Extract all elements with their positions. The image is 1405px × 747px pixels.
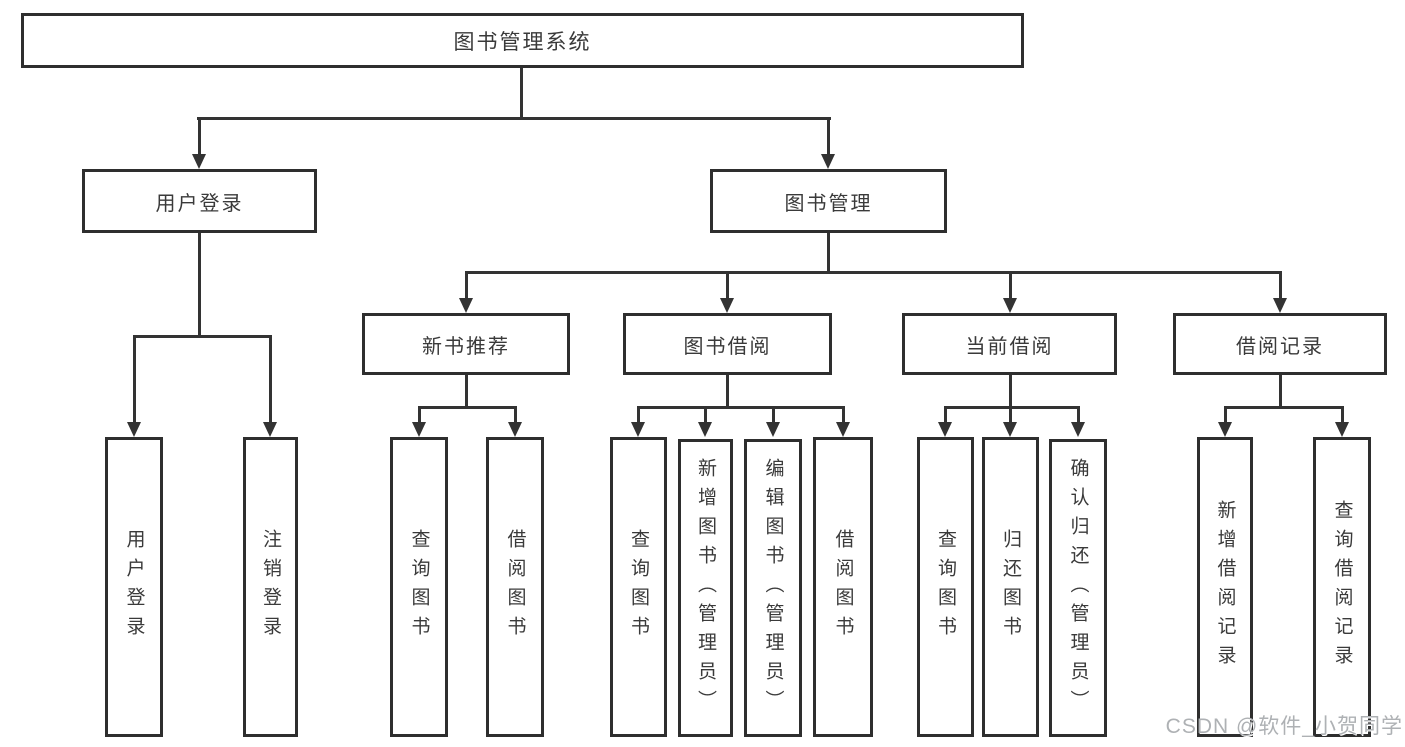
connector-to-book-borrow (726, 271, 729, 298)
connector-to-leaf (842, 406, 845, 422)
leaf-borrow-books-1: 借阅图书 (486, 437, 544, 737)
arrowhead-icon (631, 422, 645, 437)
leaf-logout: 注销登录 (243, 437, 298, 737)
connector-to-leaf-user-login (133, 335, 136, 422)
arrowhead-icon (720, 298, 734, 313)
leaf-label: 归还图书 (1000, 529, 1021, 645)
node-book-management: 图书管理 (710, 169, 947, 233)
connector-level2-hbar (197, 117, 831, 120)
connector-to-leaf (944, 406, 947, 422)
leaf-label: 查询图书 (628, 529, 649, 645)
connector-book-management-stem (827, 233, 830, 272)
arrowhead-icon (836, 422, 850, 437)
arrowhead-icon (1273, 298, 1287, 313)
node-borrow-records: 借阅记录 (1173, 313, 1387, 375)
leaf-label: 查询借阅记录 (1331, 500, 1353, 674)
node-user-login: 用户登录 (82, 169, 317, 233)
connector-book-borrow-hbar (637, 406, 844, 409)
leaf-add-books-admin: 新增图书（管理员） (678, 439, 733, 737)
connector-root-stem (520, 68, 523, 119)
arrowhead-icon (821, 154, 835, 169)
arrowhead-icon (1071, 422, 1085, 437)
connector-to-leaf (772, 406, 775, 422)
leaf-label: 确认归还（管理员） (1067, 457, 1089, 719)
leaf-label: 新增图书（管理员） (695, 457, 716, 719)
connector-to-leaf (514, 406, 517, 422)
node-label: 图书管理系统 (453, 30, 592, 54)
connector-user-login-hbar (133, 335, 271, 338)
arrowhead-icon (1003, 422, 1017, 437)
leaf-borrow-books-2: 借阅图书 (813, 437, 873, 737)
arrowhead-icon (508, 422, 522, 437)
connector-to-leaf (637, 406, 640, 422)
connector-to-leaf (1224, 406, 1227, 422)
leaf-query-books-2: 查询图书 (610, 437, 667, 737)
connector-new-book-stem (465, 375, 468, 407)
connector-user-login-stem (198, 233, 201, 336)
connector-level3-hbar (465, 271, 1281, 274)
leaf-label: 借阅图书 (504, 529, 526, 645)
connector-to-leaf (704, 406, 707, 422)
connector-current-borrow-stem (1009, 375, 1012, 407)
node-current-borrow: 当前借阅 (902, 313, 1117, 375)
node-label: 图书管理 (784, 192, 873, 215)
node-label: 用户登录 (155, 192, 244, 215)
leaf-query-books-1: 查询图书 (390, 437, 448, 737)
leaf-label: 查询图书 (935, 529, 956, 645)
node-label: 图书借阅 (683, 335, 772, 358)
connector-to-leaf (1077, 406, 1080, 422)
arrowhead-icon (263, 422, 277, 437)
connector-to-current-borrow (1009, 271, 1012, 298)
connector-to-leaf (1341, 406, 1344, 422)
arrowhead-icon (192, 154, 206, 169)
leaf-label: 新增借阅记录 (1214, 500, 1236, 674)
connector-to-leaf (1009, 406, 1012, 422)
connector-book-borrow-stem (726, 375, 729, 407)
arrowhead-icon (1335, 422, 1349, 437)
connector-to-new-book-recommend (465, 271, 468, 298)
leaf-add-borrow-record: 新增借阅记录 (1197, 437, 1253, 737)
arrowhead-icon (1003, 298, 1017, 313)
connector-new-book-hbar (418, 406, 516, 409)
node-library-system-root: 图书管理系统 (21, 13, 1024, 68)
leaf-user-login: 用户登录 (105, 437, 163, 737)
arrowhead-icon (459, 298, 473, 313)
leaf-return-books: 归还图书 (982, 437, 1039, 737)
arrowhead-icon (766, 422, 780, 437)
connector-to-leaf (418, 406, 421, 422)
leaf-edit-books-admin: 编辑图书（管理员） (744, 439, 802, 737)
node-label: 新书推荐 (422, 335, 510, 358)
arrowhead-icon (938, 422, 952, 437)
arrowhead-icon (698, 422, 712, 437)
leaf-query-books-3: 查询图书 (917, 437, 974, 737)
node-book-borrow: 图书借阅 (623, 313, 832, 375)
leaf-label: 注销登录 (260, 529, 281, 645)
leaf-label: 借阅图书 (832, 529, 854, 645)
node-label: 借阅记录 (1236, 335, 1324, 358)
node-label: 当前借阅 (965, 335, 1054, 358)
connector-to-borrow-records (1279, 271, 1282, 298)
connector-to-book-management (827, 117, 830, 154)
arrowhead-icon (1218, 422, 1232, 437)
connector-borrow-records-stem (1279, 375, 1282, 407)
connector-borrow-records-hbar (1224, 406, 1343, 409)
csdn-watermark: CSDN @软件_小贺同学 (1165, 715, 1403, 738)
leaf-label: 编辑图书（管理员） (762, 457, 784, 719)
arrowhead-icon (412, 422, 426, 437)
leaf-label: 用户登录 (123, 529, 145, 645)
node-new-book-recommend: 新书推荐 (362, 313, 570, 375)
leaf-label: 查询图书 (408, 529, 430, 645)
leaf-confirm-return-admin: 确认归还（管理员） (1049, 439, 1107, 737)
connector-to-leaf-logout (269, 335, 272, 422)
connector-to-user-login (198, 117, 201, 154)
leaf-query-borrow-record: 查询借阅记录 (1313, 437, 1371, 737)
arrowhead-icon (127, 422, 141, 437)
